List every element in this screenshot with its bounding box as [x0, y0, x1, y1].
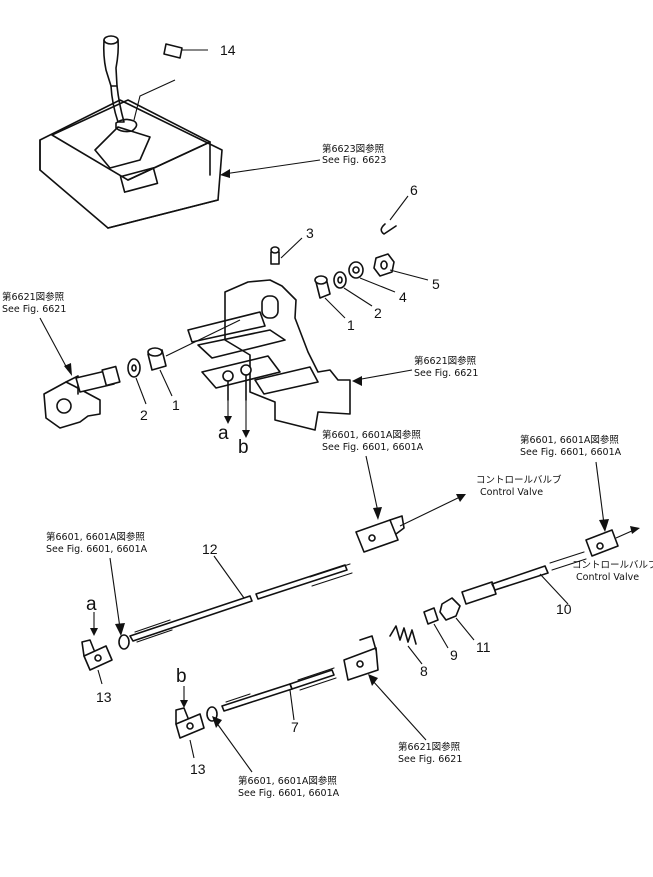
reference-6621-right-en: See Fig. 6621 — [414, 368, 478, 379]
reference-fig-6623: 第6623図参照 See Fig. 6623 — [220, 143, 386, 178]
nut-5: 5 — [373, 253, 440, 292]
part-number-8: 8 — [420, 663, 428, 679]
rod-12: 12 — [129, 541, 353, 643]
reference-6621-bottom-jp: 第6621図参照 — [398, 741, 461, 753]
link-points-upper: a b — [218, 400, 250, 458]
reference-6601-center-jp: 第6601, 6601A図参照 — [322, 429, 421, 441]
decal-label-14: 14 — [133, 42, 236, 121]
reference-6623-jp: 第6623図参照 — [322, 143, 385, 155]
control-valve-1-jp: コントロールバルブ — [476, 474, 562, 486]
reference-6601-center-en: See Fig. 6601, 6601A — [322, 442, 424, 453]
reference-6621-right-jp: 第6621図参照 — [414, 355, 477, 367]
point-a-upper: a — [218, 423, 229, 444]
reference-fig-6601-center: 第6601, 6601A図参照 See Fig. 6601, 6601A コント… — [322, 429, 562, 527]
part-number-12: 12 — [202, 541, 218, 557]
reference-fig-6601-left: 第6601, 6601A図参照 See Fig. 6601, 6601A — [46, 531, 148, 636]
part-number-13-a: 13 — [96, 689, 112, 705]
grease-fitting-3: 3 — [270, 225, 314, 265]
part-number-9: 9 — [450, 647, 458, 663]
control-valve-2-jp: コントロールバルブ — [572, 559, 653, 571]
rod-10: 10 — [461, 551, 587, 617]
point-b-lower: b — [176, 666, 187, 687]
shift-lever — [102, 35, 138, 133]
control-valve-1-en: Control Valve — [480, 487, 543, 498]
reference-6621-bottom-en: See Fig. 6621 — [398, 754, 462, 765]
cotter-pin-6: 6 — [380, 182, 418, 235]
link-point-a-lower: a — [86, 594, 98, 636]
rod-7: 7 — [221, 667, 337, 735]
part-number-6: 6 — [410, 182, 418, 198]
reference-fig-6601-bottom: 第6601, 6601A図参照 See Fig. 6601, 6601A — [212, 716, 340, 799]
plate-bracket — [343, 635, 379, 681]
reference-6623-en: See Fig. 6623 — [322, 155, 386, 166]
console-cover — [39, 99, 223, 229]
part-number-1-top: 1 — [347, 317, 355, 333]
reference-6601-bottom-jp: 第6601, 6601A図参照 — [238, 775, 337, 787]
reference-6601-left-en: See Fig. 6601, 6601A — [46, 544, 148, 555]
reference-fig-6621-bottom: 第6621図参照 See Fig. 6621 — [368, 674, 462, 765]
bushing-1-left: 1 — [147, 347, 180, 413]
reference-6601-right-en: See Fig. 6601, 6601A — [520, 447, 622, 458]
part-number-10: 10 — [556, 601, 572, 617]
part-number-2-top: 2 — [374, 305, 382, 321]
clevis-13-a: 13 — [81, 634, 130, 705]
part-number-4: 4 — [399, 289, 407, 305]
control-valve-2-en: Control Valve — [576, 572, 639, 583]
part-number-3: 3 — [306, 225, 314, 241]
point-a-lower: a — [86, 594, 97, 615]
bushing-1-top: 1 — [314, 275, 355, 333]
nut-11: 11 — [439, 597, 491, 655]
nut-9: 9 — [423, 607, 458, 663]
part-number-11: 11 — [476, 639, 491, 655]
reference-fig-6621-left: 第6621図参照 See Fig. 6621 — [2, 291, 72, 376]
part-number-5: 5 — [432, 276, 440, 292]
reference-6601-right-jp: 第6601, 6601A図参照 — [520, 434, 619, 446]
reference-6601-bottom-en: See Fig. 6601, 6601A — [238, 788, 340, 799]
part-number-14: 14 — [220, 42, 236, 58]
bushing-centerline — [165, 319, 241, 357]
part-number-7: 7 — [291, 719, 299, 735]
reference-fig-6601-right: 第6601, 6601A図参照 See Fig. 6601, 6601A コント… — [520, 434, 653, 583]
reference-6621-left-en: See Fig. 6621 — [2, 304, 66, 315]
spring-8: 8 — [389, 625, 428, 679]
reference-6601-left-jp: 第6601, 6601A図参照 — [46, 531, 145, 543]
part-number-13-b: 13 — [190, 761, 206, 777]
part-number-1-left: 1 — [172, 397, 180, 413]
reference-6621-left-jp: 第6621図参照 — [2, 291, 65, 303]
reference-fig-6621-right: 第6621図参照 See Fig. 6621 — [352, 355, 478, 386]
washer-2-left: 2 — [127, 358, 148, 423]
washer-2-top: 2 — [333, 271, 382, 321]
clevis-center — [355, 515, 405, 553]
part-number-2-left: 2 — [140, 407, 148, 423]
link-point-b-lower: b — [176, 666, 188, 708]
shaft-yoke — [43, 365, 121, 429]
point-b-upper: b — [238, 437, 249, 458]
clevis-13-b: 13 — [175, 706, 218, 777]
lever-bracket — [187, 279, 351, 431]
clevis-right — [585, 529, 619, 557]
washer-4: 4 — [348, 261, 407, 305]
